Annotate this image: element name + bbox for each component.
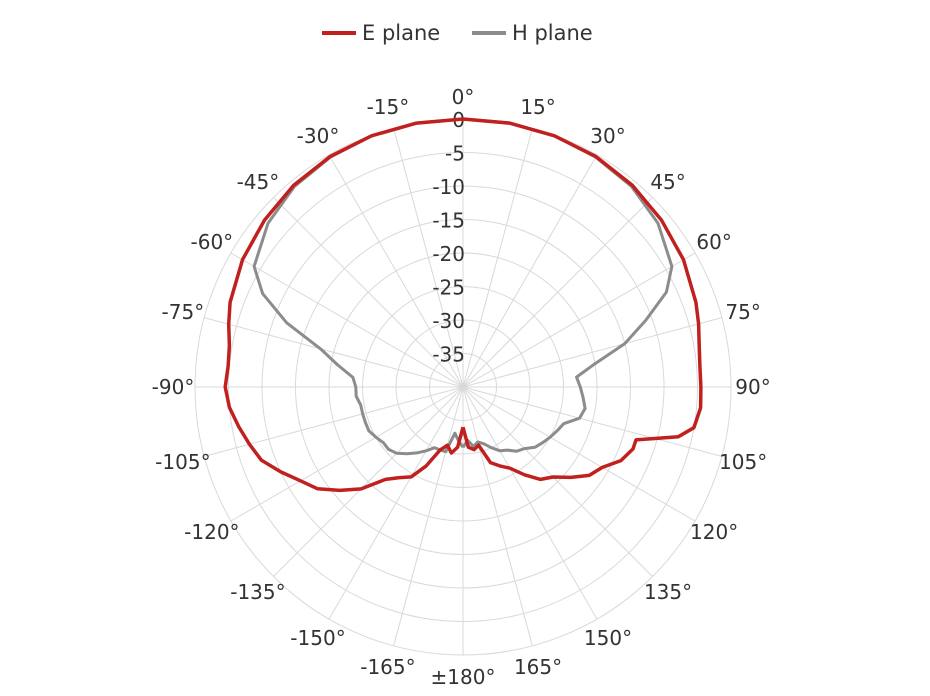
grid-spoke xyxy=(328,386,464,620)
grid-spoke xyxy=(462,197,653,388)
angle-label: 60° xyxy=(696,230,731,254)
grid-spoke xyxy=(462,386,653,577)
grid-spoke xyxy=(393,386,464,646)
grid-spoke xyxy=(393,128,464,388)
angle-label: -165° xyxy=(360,655,415,679)
angle-label: 120° xyxy=(690,520,738,544)
legend-label-h-plane: H plane xyxy=(512,21,593,45)
series-lines xyxy=(223,117,703,493)
grid-spoke xyxy=(462,386,696,522)
angle-label: 90° xyxy=(735,375,770,399)
angle-label: -45° xyxy=(237,170,280,194)
ring-label: -10 xyxy=(432,175,465,199)
angle-label: -75° xyxy=(162,300,205,324)
angle-label: 135° xyxy=(644,580,692,604)
grid-spoke xyxy=(462,386,722,457)
grid-spoke xyxy=(462,128,533,388)
angle-label: -15° xyxy=(367,95,410,119)
legend-label-e-plane: E plane xyxy=(362,21,440,45)
ring-labels: 0-5-10-15-20-25-30-35 xyxy=(432,108,465,367)
ring-label: -15 xyxy=(432,209,465,233)
angle-label: 45° xyxy=(650,170,685,194)
ring-label: -5 xyxy=(445,142,465,166)
series-line-e-plane xyxy=(223,117,703,493)
angle-label: 105° xyxy=(719,450,767,474)
angle-label: -135° xyxy=(230,580,285,604)
angle-label: -120° xyxy=(184,520,239,544)
angle-label: 75° xyxy=(725,300,760,324)
ring-label: -25 xyxy=(432,276,465,300)
polar-grid xyxy=(194,118,732,656)
ring-label: -35 xyxy=(432,343,465,367)
angle-label: 165° xyxy=(514,655,562,679)
grid-spoke xyxy=(204,317,464,388)
grid-spoke xyxy=(462,386,533,646)
angle-label: -105° xyxy=(155,450,210,474)
angle-labels: 0° 15° 30° 45° 60° 75° 90° 105° 120° 135° 150° 165°… xyxy=(152,85,771,689)
ring-label: -20 xyxy=(432,242,465,266)
grid-spoke xyxy=(230,386,464,522)
angle-label: 150° xyxy=(584,626,632,650)
grid-spoke xyxy=(462,154,598,388)
grid-spoke xyxy=(462,317,722,388)
angle-label: 0° xyxy=(452,85,475,109)
grid-spoke xyxy=(230,252,464,388)
grid-spoke xyxy=(273,386,464,577)
grid-spoke xyxy=(204,386,464,457)
angle-label: -150° xyxy=(290,626,345,650)
ring-label: -30 xyxy=(432,309,465,333)
grid-spoke xyxy=(273,197,464,388)
legend: E plane H plane xyxy=(322,21,593,45)
angle-label: -30° xyxy=(297,124,340,148)
angle-label: ±180° xyxy=(431,665,496,689)
angle-label: 30° xyxy=(590,124,625,148)
angle-label: -60° xyxy=(191,230,234,254)
grid-spoke xyxy=(328,154,464,388)
grid-spoke xyxy=(462,252,696,388)
angle-label: 15° xyxy=(520,95,555,119)
grid-spoke xyxy=(462,386,598,620)
angle-label: -90° xyxy=(152,375,195,399)
